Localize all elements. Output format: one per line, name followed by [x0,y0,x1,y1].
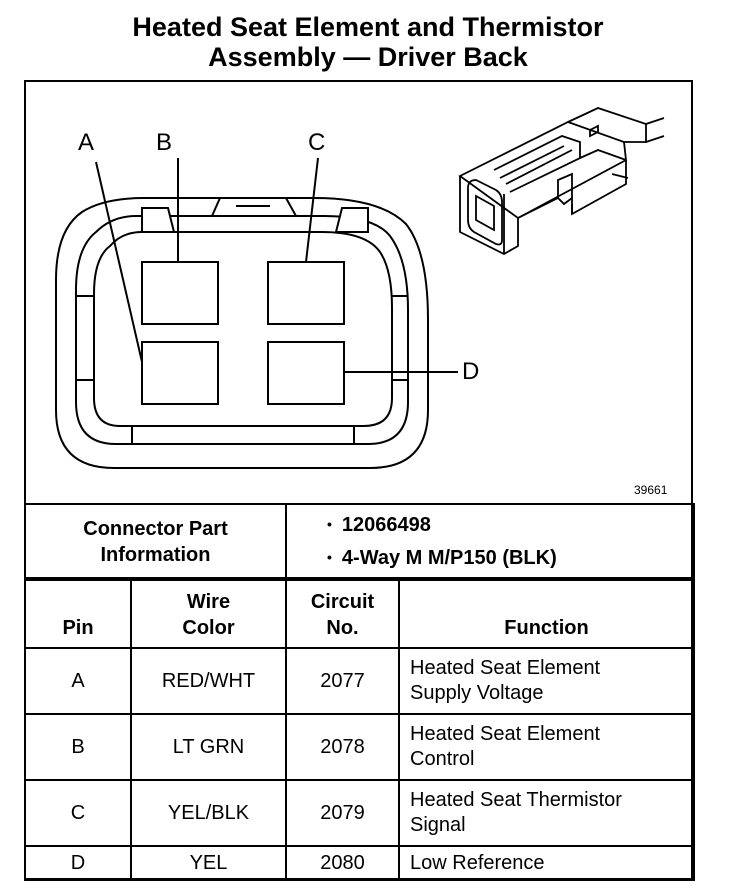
cavity-b [141,261,219,325]
circuit-cell: 2080 [285,845,400,881]
pin-label-a: A [78,129,95,156]
pin-table-header: Pin Wire Color Circuit No. Function [24,577,695,649]
pin-label-c: C [308,129,326,156]
function-line1: Heated Seat Element [410,657,601,679]
pin-label-d: D [462,358,480,385]
circuit-cell: 2077 [285,647,400,715]
function-line1: Low Reference [410,851,545,874]
wire-color-cell: YEL [130,845,287,881]
pin-cell: A [24,647,132,715]
function-line1: Heated Seat Thermistor [410,789,622,811]
title-line-2: Assembly — Driver Back [208,42,528,72]
header-wire-color-line2: Color [182,617,235,639]
connector-inner-contour [75,215,409,445]
connector-info-values: • 12066498 • 4-Way M M/P150 (BLK) [285,503,695,581]
wire-color-cell: RED/WHT [130,647,287,715]
title-line-1: Heated Seat Element and Thermistor [132,12,604,42]
function-line1: Heated Seat Element [410,723,601,745]
wire-color-cell: LT GRN [130,713,287,781]
table-row: A RED/WHT 2077 Heated Seat Element Suppl… [24,647,695,715]
connector-inner-ridge [93,231,393,427]
function-line2: Signal [410,814,466,836]
connector-info-label-line2: Information [100,544,211,566]
connector-description: 4-Way M M/P150 (BLK) [341,547,557,569]
connector-iso-view [458,107,665,256]
circuit-cell: 2079 [285,779,400,847]
function-cell: Low Reference [398,845,695,881]
leader-a [95,161,143,363]
pin-cell: D [24,845,132,881]
function-line2: Control [410,748,475,770]
function-cell: Heated Seat Element Control [398,713,695,781]
connector-info-label: Connector Part Information [24,503,287,581]
pin-table: Pin Wire Color Circuit No. Function A RE… [24,577,695,881]
wire-color-cell: YEL/BLK [130,779,287,847]
header-wire-color: Wire Color [130,577,287,649]
connector-outer-shell [55,197,429,469]
pin-label-b: B [156,129,173,156]
header-circuit-line2: No. [326,617,359,639]
header-function: Function [398,577,695,649]
circuit-cell: 2078 [285,713,400,781]
pin-cell: B [24,713,132,781]
bullet-icon: • [327,516,332,532]
corner-wedge-left [141,207,176,233]
cavity-a [141,341,219,405]
table-row: C YEL/BLK 2079 Heated Seat Thermistor Si… [24,779,695,847]
table-row: D YEL 2080 Low Reference [24,845,695,881]
function-cell: Heated Seat Element Supply Voltage [398,647,695,715]
corner-wedge-right [334,207,369,233]
figure-number: 39661 [634,483,668,497]
header-pin: Pin [24,577,132,649]
function-cell: Heated Seat Thermistor Signal [398,779,695,847]
cavity-c [267,261,345,325]
header-wire-color-line1: Wire [186,591,231,613]
connector-key-notch [210,197,298,217]
part-number: 12066498 [341,514,431,536]
connector-info-table: Connector Part Information • 12066498 • 4-… [24,503,695,581]
leader-c [305,157,319,263]
cavity-d [267,341,345,405]
header-circuit-line1: Circuit [310,591,375,613]
header-circuit: Circuit No. [285,577,400,649]
bullet-icon: • [327,549,332,565]
pin-cell: C [24,779,132,847]
table-row: B LT GRN 2078 Heated Seat Element Contro… [24,713,695,781]
connector-face-diagram [55,107,665,469]
function-line2: Supply Voltage [410,682,544,704]
connector-info-label-line1: Connector Part [83,518,228,540]
